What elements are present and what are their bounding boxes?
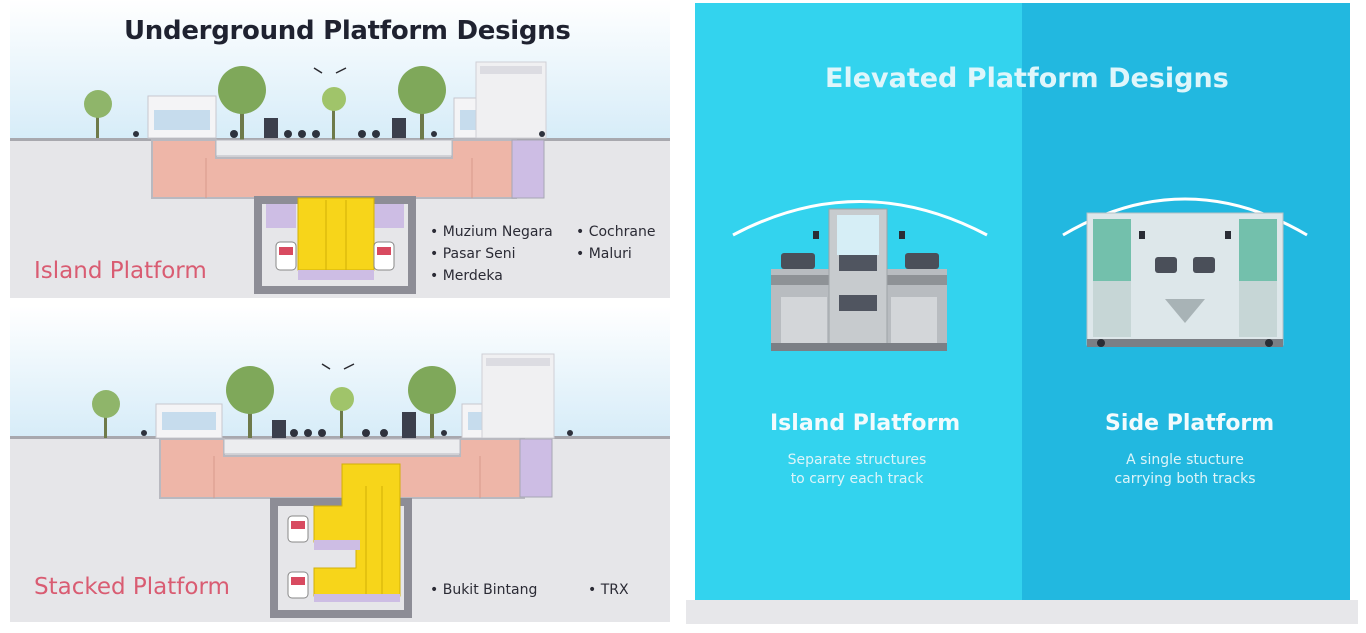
- underground-island-panel: Underground Platform Designs Island Plat…: [10, 0, 670, 298]
- underground-stacked-panel: Stacked Platform • Bukit Bintang • TRX: [10, 306, 670, 622]
- underground-title: Underground Platform Designs: [124, 16, 571, 46]
- elevated-side-label: Side Platform: [1105, 411, 1275, 436]
- elevated-side-desc: A single stucture carrying both tracks: [1114, 452, 1256, 487]
- stacked-platform-label: Stacked Platform: [34, 574, 230, 600]
- tree-icon: [398, 66, 446, 140]
- train-icon: [287, 515, 309, 543]
- elevated-island-label: Island Platform: [770, 411, 961, 436]
- elevated-diagrams: [695, 3, 1350, 600]
- station-item: • Bukit Bintang: [430, 582, 538, 598]
- station-item: • Cochrane: [576, 224, 656, 240]
- station-item: • Pasar Seni: [430, 246, 516, 262]
- train-icon: [287, 571, 309, 599]
- tree-icon: [330, 387, 354, 438]
- elevated-side-station: [1062, 197, 1308, 347]
- tree-icon: [322, 87, 346, 140]
- station-item: • Muzium Negara: [430, 224, 553, 240]
- train-icon: [373, 241, 395, 271]
- island-platform-label: Island Platform: [34, 258, 207, 284]
- tree-icon: [218, 66, 266, 140]
- station-item: • Maluri: [576, 246, 632, 262]
- island-section-diagram: [10, 0, 670, 294]
- bottom-strip: [686, 600, 1358, 624]
- stacked-section-diagram: [10, 306, 670, 618]
- elevated-title: Elevated Platform Designs: [825, 63, 1229, 94]
- station-item: • Merdeka: [430, 268, 503, 284]
- elevated-panel: Elevated Platform Designs Island Platfor…: [695, 3, 1350, 600]
- tree-icon: [92, 390, 120, 438]
- tree-icon: [226, 366, 274, 438]
- elevated-island-station: [732, 200, 988, 351]
- station-item: • TRX: [588, 582, 629, 598]
- elevated-island-desc: Separate structures to carry each track: [787, 452, 927, 487]
- tree-icon: [84, 90, 112, 138]
- tree-icon: [408, 366, 456, 438]
- train-icon: [275, 241, 297, 271]
